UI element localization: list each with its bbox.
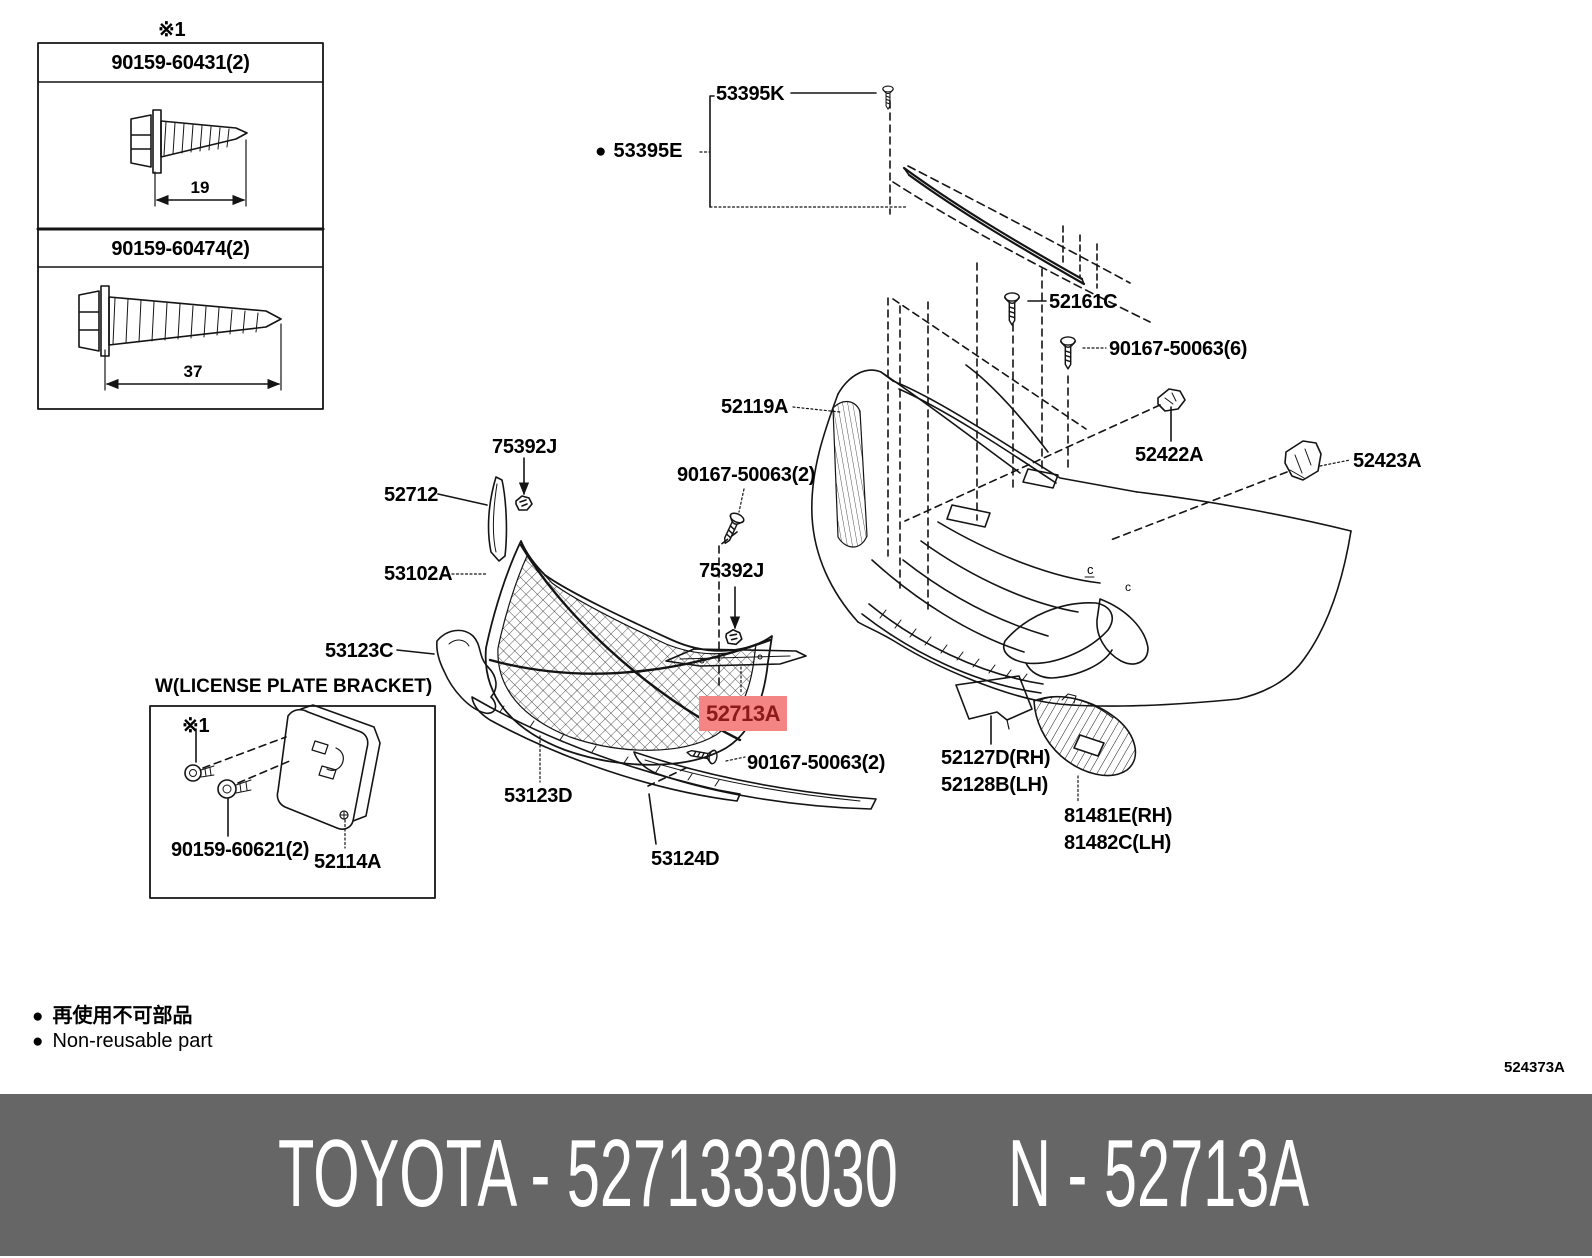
inset-part-2: 90159-60474(2)	[111, 238, 250, 260]
callout-90159-60621: 90159-60621(2)	[171, 839, 310, 861]
clip-75392J-upper-drawing	[515, 495, 533, 511]
callout-52712: 52712	[384, 484, 439, 506]
callout-90167-50063-2-upper: 90167-50063(2)	[677, 464, 816, 486]
cover-52127D-drawing	[955, 675, 1033, 745]
part-number-short: N - 52713A	[1008, 1120, 1310, 1227]
bumper-cover-drawing: c c	[811, 364, 1352, 707]
license-bracket-title: W(LICENSE PLATE BRACKET)	[155, 676, 433, 697]
molding-52712-drawing	[437, 476, 508, 562]
callout-52119A: 52119A	[721, 396, 789, 418]
seal-strip-drawing	[699, 85, 1151, 323]
callout-81482C: 81482C(LH)	[1064, 832, 1172, 854]
legend-bullet-icon: ●	[32, 1030, 44, 1052]
legend-line-en: ● Non-reusable part	[32, 1030, 213, 1052]
inset-dim-37: 37	[184, 362, 203, 381]
inset-ref-mark: ※1	[158, 19, 186, 41]
diagram-canvas: 19 37	[36, 42, 1352, 899]
callout-52114A: 52114A	[314, 851, 382, 873]
callout-52128B: 52128B(LH)	[941, 774, 1049, 796]
callout-53123D: 53123D	[504, 785, 573, 807]
strip-53123D-drawing	[471, 696, 741, 802]
callout-90167-50063-6: 90167-50063(6)	[1109, 338, 1248, 360]
inset-dim-19: 19	[191, 178, 210, 197]
leader-lines	[792, 406, 841, 413]
callout-53395E: ● 53395E	[595, 140, 683, 162]
callout-75392J-lower: 75392J	[699, 560, 764, 582]
part-number-full: TOYOTA - 5271333030	[278, 1120, 898, 1227]
bracket-52423A-drawing	[1284, 440, 1351, 481]
callout-90167-50063-2-lower: 90167-50063(2)	[747, 752, 886, 774]
clip-75392J-lower-drawing	[724, 628, 744, 646]
drawing-code: 524373A	[1504, 1059, 1565, 1076]
highlighted-callout-52713A: 52713A	[699, 696, 787, 731]
bumper-mark-c2: c	[1125, 580, 1131, 594]
callout-53102A: 53102A	[384, 563, 453, 585]
callout-81481E: 81481E(RH)	[1064, 805, 1173, 827]
callout-52423A: 52423A	[1353, 450, 1422, 472]
inset-part-1: 90159-60431(2)	[111, 52, 250, 74]
corner-53123C-drawing	[396, 629, 497, 715]
non-reusable-bullet-icon: ●	[595, 140, 607, 162]
inset-screw-box-drawing: 19 37	[36, 42, 325, 410]
callout-53124D: 53124D	[651, 848, 720, 870]
callout-75392J-upper: 75392J	[492, 436, 557, 458]
callout-52161C: 52161C	[1049, 291, 1118, 313]
strip-53124D-drawing	[633, 751, 877, 845]
callout-53123C: 53123C	[325, 640, 394, 662]
callout-52127D: 52127D(RH)	[941, 747, 1051, 769]
license-bracket-box-drawing	[149, 704, 436, 899]
clip-52422A-drawing	[1157, 388, 1186, 442]
bezel-81481E-drawing	[1033, 693, 1137, 803]
bumper-screws-drawing	[717, 292, 1107, 687]
part-number-bar: TOYOTA - 5271333030 N - 52713A	[0, 1094, 1592, 1256]
projection-lines	[887, 262, 1288, 613]
callout-52422A: 52422A	[1135, 444, 1204, 466]
callout-53395K: 53395K	[716, 83, 785, 105]
bumper-mark-c1: c	[1087, 562, 1094, 577]
screw-lower-drawing	[647, 745, 746, 787]
molding-52713A-drawing	[665, 586, 807, 695]
legend-bullet-icon: ●	[32, 1005, 44, 1027]
legend-line-jp: ● 再使用不可部品	[32, 1005, 193, 1027]
license-ref-mark: ※1	[182, 715, 210, 737]
